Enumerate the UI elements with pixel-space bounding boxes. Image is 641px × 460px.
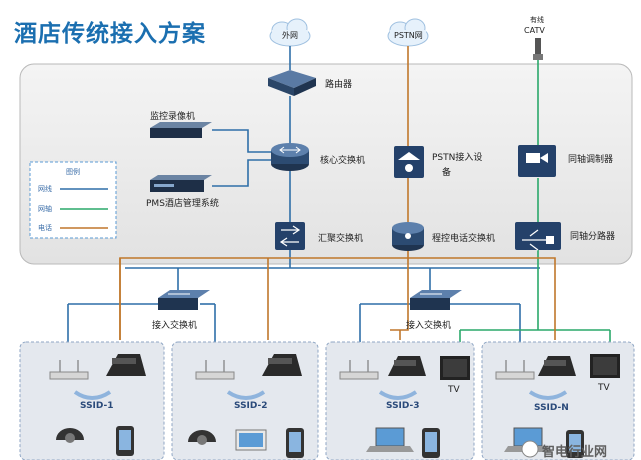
smartphone-icon <box>566 430 584 458</box>
router-label: 路由器 <box>325 78 352 90</box>
router-icon <box>268 70 316 96</box>
ssid-label-3: SSID-3 <box>386 401 420 411</box>
aggregation-switch-label: 汇聚交换机 <box>318 232 363 244</box>
core-panel <box>19 63 633 265</box>
ssid-label-2: SSID-2 <box>234 401 268 411</box>
desk-phone-icon <box>388 356 426 376</box>
desk-phone-icon <box>538 356 576 376</box>
access-switch-label-2: 接入交换机 <box>406 319 451 331</box>
pstn-label: PSTN网 <box>394 31 423 40</box>
pstn-access-device-icon <box>394 146 424 178</box>
coax-splitter-icon <box>515 222 561 251</box>
internet-label: 外网 <box>282 30 298 40</box>
desk-phone-icon <box>262 354 302 376</box>
pbx-label: 程控电话交换机 <box>432 232 495 244</box>
access-switch-label-1: 接入交换机 <box>152 319 197 331</box>
legend-item-phone: 电话 <box>38 223 52 232</box>
legend-item-coax: 网轴 <box>38 204 52 213</box>
pstn-access-label-1: PSTN接入设 <box>432 151 482 163</box>
catv-label-2: CATV <box>524 26 545 35</box>
wireless-ap-icon <box>49 360 89 380</box>
coax-modulator-label: 同轴调制器 <box>568 153 613 165</box>
ssid-label-4: SSID-N <box>534 403 569 413</box>
access-switch-icon-1 <box>158 290 210 310</box>
watermark-text: 智电行业网 <box>542 444 607 460</box>
dome-camera-icon <box>56 428 84 443</box>
catv-connector-icon <box>533 38 543 60</box>
wireless-ap-icon <box>339 360 379 380</box>
coax-modulator-icon <box>518 145 556 177</box>
wireless-ap-icon <box>195 360 235 380</box>
laptop-icon <box>504 427 552 452</box>
ssid-label-1: SSID-1 <box>80 401 114 411</box>
page-title: 酒店传统接入方案 <box>14 21 206 47</box>
legend: 图例 网线 网轴 电话 <box>29 161 117 239</box>
legend-item-network: 网线 <box>38 184 52 193</box>
catv-label-1: 有线 <box>530 15 544 24</box>
wireless-ap-icon <box>495 360 535 380</box>
tv-label-4: TV <box>597 383 610 393</box>
monitor-recorder-label: 监控录像机 <box>150 110 195 122</box>
dome-camera-icon <box>188 430 216 445</box>
tv-label-3: TV <box>447 385 460 395</box>
desktop-computer-icon <box>235 429 267 451</box>
core-switch-icon <box>271 143 309 171</box>
pms-server-icon <box>150 175 212 192</box>
smartphone-icon <box>286 428 304 458</box>
access-switch-icon-2 <box>410 290 462 310</box>
monitor-recorder-icon <box>150 122 212 138</box>
smartphone-icon <box>422 428 440 458</box>
legend-title: 图例 <box>66 167 80 176</box>
pbx-switch-icon <box>392 222 424 251</box>
aggregation-switch-icon <box>275 222 305 250</box>
pstn-cloud-icon <box>387 18 429 47</box>
tv-icon <box>440 356 470 380</box>
coax-splitter-label: 同轴分路器 <box>570 230 615 242</box>
tv-icon <box>590 354 620 378</box>
internet-cloud-icon <box>269 18 311 47</box>
desk-phone-icon <box>106 354 146 376</box>
watermark: 智电行业网 <box>521 440 607 460</box>
pms-label: PMS酒店管理系统 <box>146 197 219 209</box>
core-switch-label: 核心交换机 <box>320 154 365 166</box>
smartphone-icon <box>116 426 134 456</box>
laptop-icon <box>366 427 414 452</box>
pstn-access-label-2: 备 <box>442 166 451 178</box>
